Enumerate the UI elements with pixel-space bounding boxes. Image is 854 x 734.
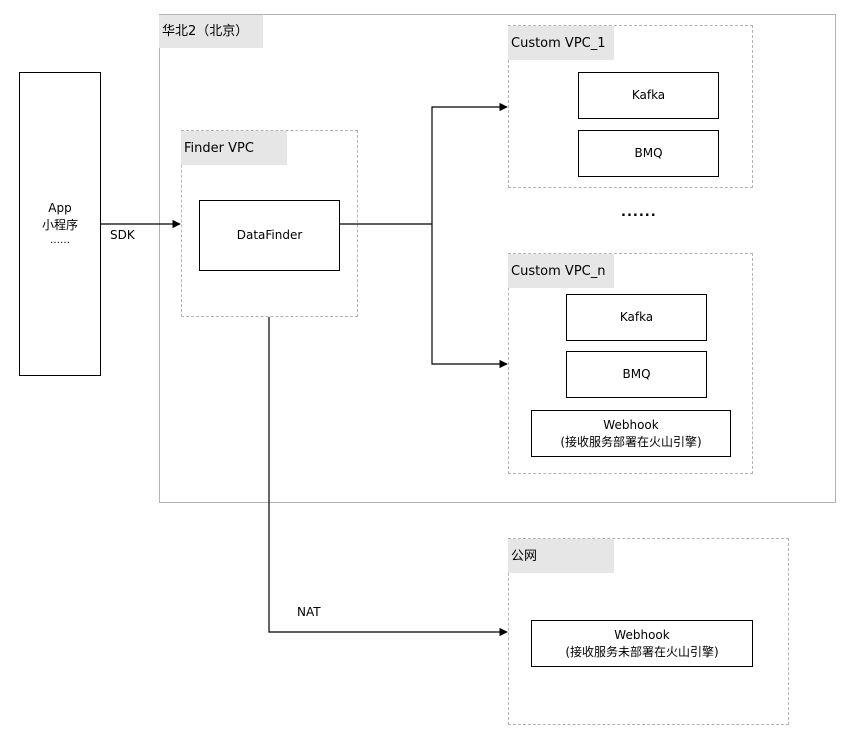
region-custom-vpc-1-label: Custom VPC_1 xyxy=(508,26,614,60)
webhook-public-title: Webhook xyxy=(614,627,670,642)
client-app-box: App 小程序 …… xyxy=(19,72,101,376)
bmq-node-vpc-n: BMQ xyxy=(566,351,707,398)
datafinder-node: DataFinder xyxy=(199,200,340,271)
webhook-vpc-note: (接收服务部署在火山引擎) xyxy=(560,434,702,449)
region-custom-vpc-n-label: Custom VPC_n xyxy=(508,254,614,288)
edge-nat xyxy=(268,317,508,637)
webhook-vpc-title: Webhook xyxy=(603,417,659,432)
edge-label-nat: NAT xyxy=(297,605,321,619)
client-app-label: App xyxy=(48,201,72,216)
webhook-public-note: (接收服务未部署在火山引擎) xyxy=(565,644,719,659)
edge-label-sdk: SDK xyxy=(110,228,135,242)
webhook-node-public: Webhook (接收服务未部署在火山引擎) xyxy=(531,620,753,667)
vpc-ellipsis: ...... xyxy=(621,205,657,220)
region-finder-vpc-label: Finder VPC xyxy=(181,131,287,165)
region-public-net-label: 公网 xyxy=(508,539,614,573)
webhook-node-vpc-n: Webhook (接收服务部署在火山引擎) xyxy=(531,410,731,457)
edge-to-custom-vpc-1 xyxy=(431,102,508,224)
client-ellipsis-label: …… xyxy=(50,234,70,246)
kafka-node-vpc-n: Kafka xyxy=(566,294,707,341)
edge-to-custom-vpc-n xyxy=(431,224,508,369)
bmq-node-vpc-1: BMQ xyxy=(578,130,719,177)
client-miniprogram-label: 小程序 xyxy=(41,218,78,232)
kafka-node-vpc-1: Kafka xyxy=(578,72,719,119)
region-north-china-label: 华北2（北京） xyxy=(159,15,263,48)
